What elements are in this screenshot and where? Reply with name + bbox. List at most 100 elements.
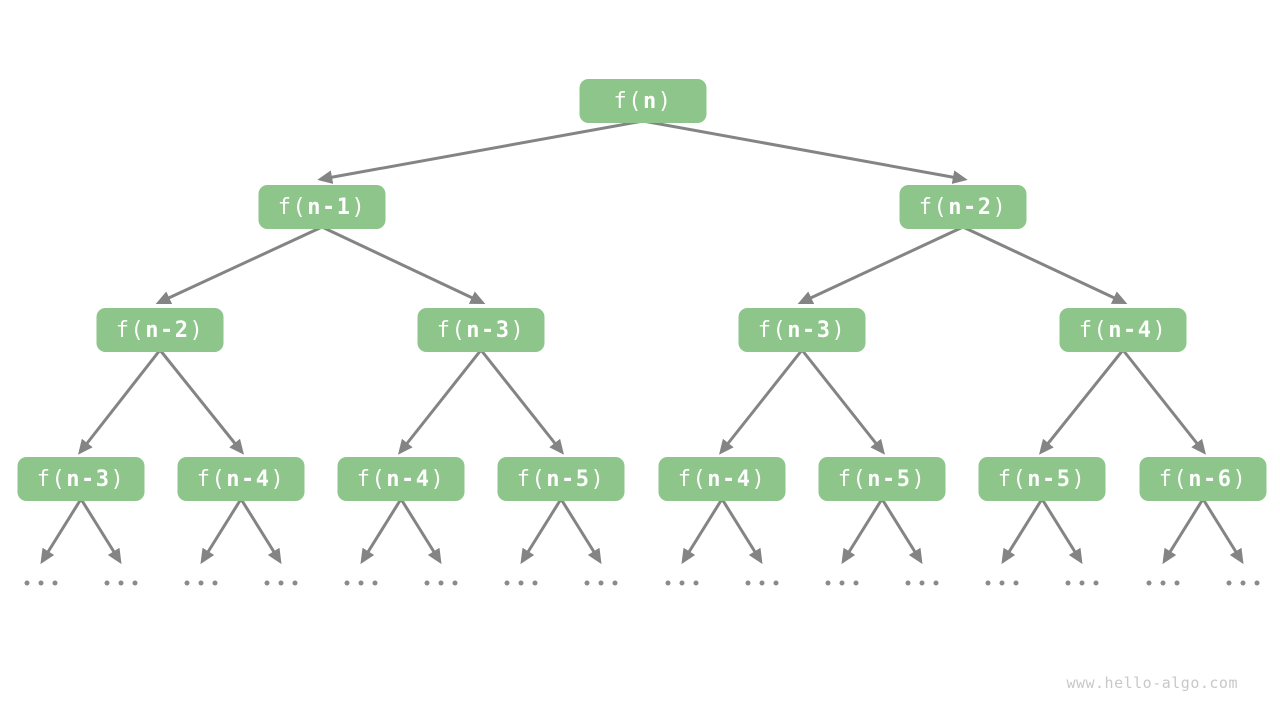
tree-node-n4: f(n-3) bbox=[417, 308, 545, 352]
ellipsis-dot bbox=[665, 580, 671, 586]
edge-arrow bbox=[800, 349, 885, 455]
edge-arrow bbox=[317, 119, 644, 184]
ellipsis-dot bbox=[344, 580, 350, 586]
ellipsis-dot bbox=[612, 580, 618, 586]
ellipsis-dot bbox=[759, 580, 765, 586]
edge-arrow bbox=[797, 225, 964, 305]
edge-arrow bbox=[1040, 498, 1083, 565]
ellipsis-dot bbox=[1146, 580, 1152, 586]
node-label-segment: f( bbox=[677, 466, 708, 492]
edge-arrow bbox=[79, 498, 122, 565]
edge-arrow bbox=[239, 498, 282, 565]
ellipsis-node-e12 bbox=[985, 580, 1019, 586]
node-label-segment: f( bbox=[1158, 466, 1189, 492]
ellipsis-dot bbox=[825, 580, 831, 586]
ellipsis-dot bbox=[52, 580, 58, 586]
ellipsis-dot bbox=[853, 580, 859, 586]
ellipsis-dot bbox=[1174, 580, 1180, 586]
ellipsis-dot bbox=[919, 580, 925, 586]
tree-node-n8: f(n-4) bbox=[177, 457, 305, 501]
tree-node-n14: f(n-6) bbox=[1139, 457, 1267, 501]
ellipsis-dot bbox=[999, 580, 1005, 586]
ellipsis-node-e0 bbox=[24, 580, 58, 586]
node-label-segment: n-5 bbox=[546, 466, 591, 492]
edge-arrow bbox=[479, 349, 564, 455]
ellipsis-dot bbox=[132, 580, 138, 586]
ellipsis-dot bbox=[1254, 580, 1260, 586]
edge-arrow bbox=[1121, 349, 1206, 455]
node-label-segment: ) bbox=[831, 317, 847, 343]
ellipsis-dot bbox=[985, 580, 991, 586]
node-label-segment: f( bbox=[997, 466, 1028, 492]
node-label-segment: f( bbox=[277, 194, 308, 220]
edge-arrow bbox=[1162, 498, 1205, 565]
ellipsis-node-e13 bbox=[1065, 580, 1099, 586]
node-label-segment: n-3 bbox=[66, 466, 111, 492]
node-label-segment: ) bbox=[510, 317, 526, 343]
node-label-segment: f( bbox=[1078, 317, 1109, 343]
edge-arrow bbox=[1038, 349, 1125, 455]
node-label-segment: n bbox=[643, 88, 658, 114]
node-label-segment: n-5 bbox=[867, 466, 912, 492]
ellipsis-dot bbox=[1160, 580, 1166, 586]
tree-node-n13: f(n-5) bbox=[978, 457, 1106, 501]
ellipsis-dot bbox=[438, 580, 444, 586]
node-label-segment: ) bbox=[1152, 317, 1168, 343]
node-label-segment: f( bbox=[757, 317, 788, 343]
ellipsis-dot bbox=[693, 580, 699, 586]
ellipsis-node-e2 bbox=[184, 580, 218, 586]
edge-arrow bbox=[720, 498, 763, 565]
ellipsis-dot bbox=[1065, 580, 1071, 586]
tree-node-n12: f(n-5) bbox=[818, 457, 946, 501]
node-label-segment: f( bbox=[613, 88, 643, 114]
node-label-segment: ) bbox=[590, 466, 606, 492]
node-label-segment: n-2 bbox=[145, 317, 190, 343]
node-label-segment: n-6 bbox=[1188, 466, 1233, 492]
edge-arrow bbox=[321, 225, 486, 305]
node-label-segment: n-4 bbox=[1108, 317, 1153, 343]
ellipsis-node-e10 bbox=[825, 580, 859, 586]
ellipsis-dot bbox=[532, 580, 538, 586]
ellipsis-node-e6 bbox=[504, 580, 538, 586]
edge-arrow bbox=[880, 498, 923, 565]
ellipsis-dot bbox=[38, 580, 44, 586]
node-label-segment: f( bbox=[436, 317, 467, 343]
ellipsis-dot bbox=[184, 580, 190, 586]
ellipsis-node-e1 bbox=[104, 580, 138, 586]
tree-node-n0: f(n) bbox=[579, 79, 707, 123]
ellipsis-dot bbox=[212, 580, 218, 586]
tree-node-n5: f(n-3) bbox=[738, 308, 866, 352]
node-label-segment: n-4 bbox=[386, 466, 431, 492]
node-label-segment: ) bbox=[189, 317, 205, 343]
ellipsis-dot bbox=[598, 580, 604, 586]
node-label-segment: n-1 bbox=[307, 194, 352, 220]
node-label-segment: ) bbox=[110, 466, 126, 492]
edge-arrow bbox=[719, 349, 804, 455]
edge-arrow bbox=[399, 498, 442, 565]
node-label-segment: f( bbox=[918, 194, 949, 220]
ellipsis-node-e8 bbox=[665, 580, 699, 586]
ellipsis-dot bbox=[264, 580, 270, 586]
ellipsis-node-e5 bbox=[424, 580, 458, 586]
node-label-segment: n-3 bbox=[466, 317, 511, 343]
edge-arrow bbox=[559, 498, 602, 565]
edge-arrow bbox=[78, 349, 162, 455]
tree-node-n11: f(n-4) bbox=[658, 457, 786, 501]
tree-node-n7: f(n-3) bbox=[17, 457, 145, 501]
node-label-segment: ) bbox=[430, 466, 446, 492]
node-label-segment: n-4 bbox=[226, 466, 271, 492]
ellipsis-dot bbox=[24, 580, 30, 586]
ellipsis-dot bbox=[424, 580, 430, 586]
node-label-segment: f( bbox=[36, 466, 67, 492]
ellipsis-dot bbox=[518, 580, 524, 586]
ellipsis-dot bbox=[1079, 580, 1085, 586]
edge-arrow bbox=[155, 225, 323, 305]
ellipsis-dot bbox=[679, 580, 685, 586]
tree-node-n2: f(n-2) bbox=[899, 185, 1027, 229]
ellipsis-dot bbox=[1226, 580, 1232, 586]
ellipsis-dot bbox=[118, 580, 124, 586]
node-label-segment: ) bbox=[992, 194, 1008, 220]
ellipsis-node-e4 bbox=[344, 580, 378, 586]
edge-arrow bbox=[40, 498, 83, 565]
ellipsis-node-e11 bbox=[905, 580, 939, 586]
